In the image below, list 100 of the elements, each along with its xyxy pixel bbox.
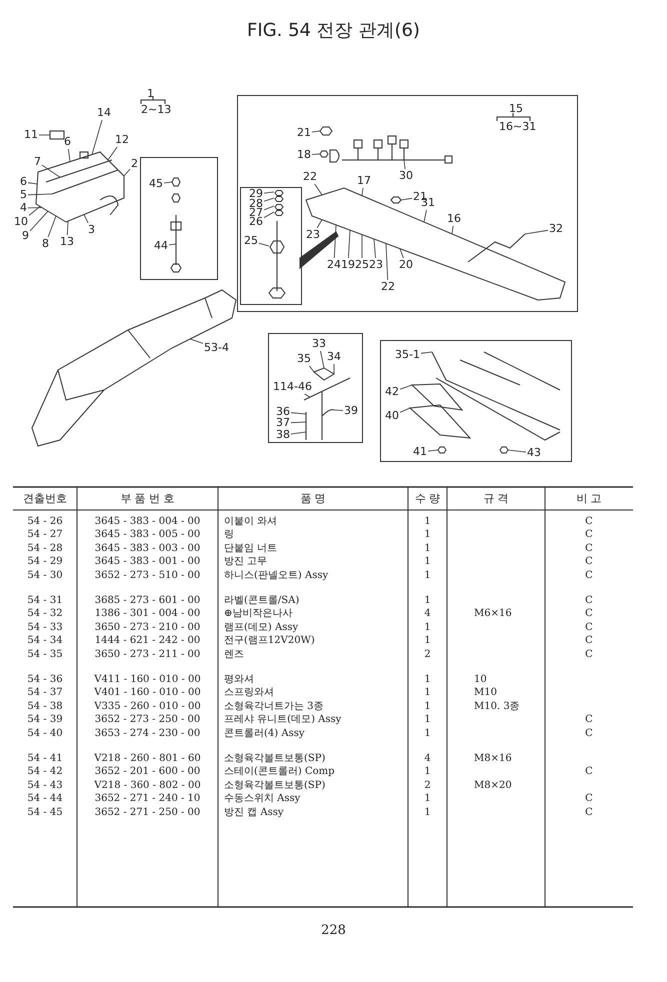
console-drawing — [31, 289, 237, 447]
lamp-and-switch-drawing — [170, 178, 182, 272]
column-header: 부 품 번 호 — [119, 493, 176, 505]
callout-number: 23 — [306, 229, 320, 241]
callout-number: 12 — [115, 134, 129, 146]
quantity-text: 1 — [423, 714, 432, 726]
quantity-text: 1 — [423, 595, 432, 607]
part-name-text: 수동스위치 Assy — [224, 793, 300, 806]
callout-number: 35-1 — [395, 349, 420, 361]
spec-text: M8×20 — [474, 780, 512, 792]
callout-number: 33 — [312, 338, 326, 350]
detail-frame — [140, 157, 218, 280]
leader-line — [168, 244, 176, 246]
leader-line — [264, 192, 274, 194]
part-number-text: V335 - 260 - 010 - 00 — [93, 700, 202, 713]
part-number-text: 3652 - 271 - 250 - 00 — [94, 806, 202, 819]
column-header: 비 고 — [575, 493, 603, 505]
leader-line — [264, 212, 274, 218]
leader-line — [452, 226, 454, 234]
callout-number: 22 — [381, 281, 395, 293]
column-header: 규 격 — [482, 493, 510, 505]
lamp-detail-drawing — [268, 190, 286, 298]
callout-number: 36 — [276, 406, 290, 418]
callout-number: 6 — [20, 176, 27, 188]
figure-title: FIG. 54 전장 관계(6) — [246, 19, 421, 42]
item-number-text: 54 - 45 — [26, 806, 64, 819]
part-name-text: 스테이(콘트롤러) Comp — [224, 766, 335, 778]
leader-line — [30, 210, 48, 232]
remark-text: C — [584, 793, 594, 806]
leader-line — [28, 194, 52, 196]
leader-line — [334, 224, 336, 258]
callout-number: 17 — [357, 175, 371, 187]
item-number-text: 54 - 40 — [26, 728, 64, 740]
callout-number: 10 — [14, 216, 28, 228]
quantity-text: 1 — [423, 674, 432, 686]
callout-number: 32 — [549, 223, 563, 235]
leader-line — [258, 242, 270, 246]
leader-line — [316, 219, 322, 228]
quantity-text: 1 — [423, 516, 432, 528]
leader-line — [314, 184, 322, 196]
callout-number: 30 — [399, 170, 413, 182]
quantity-text: 1 — [423, 766, 432, 778]
leader-line — [320, 350, 324, 368]
leader-line — [400, 408, 410, 413]
item-number-text: 54 - 33 — [26, 622, 64, 634]
part-number-text: 3653 - 274 - 230 - 00 — [94, 728, 202, 740]
part-name-text: 콘트롤러(4) Assy — [224, 728, 304, 740]
callout-number: 4 — [20, 202, 27, 214]
leader-line — [404, 160, 406, 170]
leader-line — [28, 207, 42, 208]
leader-line — [28, 182, 38, 184]
part-name-text: 소형육각볼트보통(SP) — [224, 753, 326, 765]
part-name-text: 단붙임 너트 — [224, 542, 278, 555]
part-number-text: 3652 - 273 - 510 - 00 — [94, 570, 202, 582]
leader-line — [312, 154, 320, 155]
callout-number: 2 — [131, 158, 138, 170]
callout-number: 40 — [385, 410, 399, 422]
item-number-text: 54 - 28 — [26, 542, 64, 555]
remark-text: C — [584, 806, 594, 819]
callout-number: 26 — [249, 216, 263, 228]
part-name-text: 이붙이 와셔 — [224, 516, 278, 528]
callout-number: 23 — [369, 259, 383, 271]
leader-line — [424, 210, 427, 222]
part-number-text: 3650 - 273 - 210 - 00 — [94, 622, 202, 634]
leader-line — [42, 164, 60, 178]
item-number-text: 54 - 37 — [26, 687, 64, 700]
remark-text: C — [584, 714, 594, 726]
part-name-text: 방진 캡 Assy — [224, 806, 284, 819]
part-name-text: 링 — [224, 529, 234, 542]
detail-frame — [380, 340, 572, 462]
leader-line — [508, 450, 526, 452]
callout-number: 39 — [344, 405, 358, 417]
callout-number: 44 — [154, 240, 168, 252]
callout-number: 22 — [303, 171, 317, 183]
part-number-text: 3645 - 383 - 004 - 00 — [94, 516, 202, 528]
remark-text: C — [584, 608, 594, 620]
item-number-text: 54 - 43 — [26, 780, 64, 792]
part-number-text: V411 - 160 - 010 - 00 — [93, 674, 202, 686]
callout-number: 19 — [341, 259, 355, 271]
leader-line — [348, 230, 350, 258]
part-name-text: ⊕남비작은나사 — [224, 608, 292, 620]
remark-text: C — [584, 766, 594, 778]
remark-text: C — [584, 635, 594, 648]
callout-number: 2~13 — [141, 104, 172, 116]
callout-number: 38 — [276, 429, 290, 441]
callout-number: 25 — [244, 235, 258, 247]
part-name-text: 램프(데모) Assy — [224, 622, 298, 634]
leader-line — [290, 412, 306, 414]
quantity-text: 1 — [423, 622, 432, 634]
spec-text: M6×16 — [474, 608, 512, 620]
column-header: 품 명 — [299, 493, 327, 505]
detail-frame — [268, 333, 363, 443]
part-number-text: 3685 - 273 - 601 - 00 — [94, 595, 202, 607]
part-number-text: 3652 - 273 - 250 - 00 — [94, 714, 202, 726]
quantity-text: 1 — [423, 700, 432, 713]
item-number-text: 54 - 27 — [26, 529, 64, 542]
leader-line — [420, 352, 432, 354]
part-number-text: 3645 - 383 - 003 - 00 — [94, 542, 202, 555]
callout-number: 6 — [64, 136, 71, 148]
callout-number: 43 — [527, 447, 541, 459]
